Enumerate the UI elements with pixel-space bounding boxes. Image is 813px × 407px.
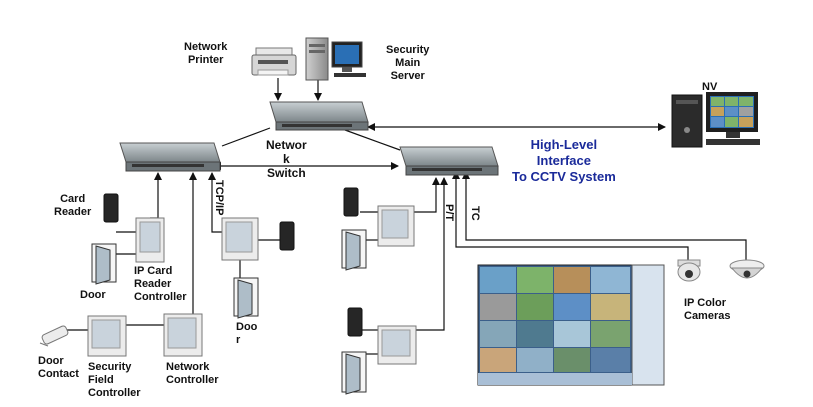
network-controller-label: Network Controller [166, 361, 219, 387]
controller-panel-icon [135, 217, 165, 263]
door-icon [341, 351, 367, 395]
door-icon [91, 243, 117, 285]
label-line: Reader [54, 206, 92, 218]
controller-panel-icon [163, 313, 203, 357]
nvr-computer-icon [671, 92, 760, 148]
label-line: Networ [266, 138, 307, 152]
label-line: Server [390, 70, 425, 82]
card-reader-icon [279, 221, 295, 251]
nvr-label: NV [702, 81, 718, 93]
pt-label: P/T [443, 204, 455, 222]
tcpip-label: TCP/IP [213, 180, 225, 216]
label-line: Network [184, 41, 228, 53]
network-switch-icon [119, 142, 221, 172]
dome-camera-icon [729, 259, 765, 279]
door-icon [341, 229, 367, 271]
label-line: Door [38, 355, 64, 367]
card-reader-label: Card Reader [54, 193, 91, 219]
label-line: Card [60, 193, 86, 205]
label-line: IP Color [684, 297, 726, 309]
label-line: IP Card [134, 265, 173, 277]
label-line: Switch [267, 166, 306, 180]
label-line: r [236, 334, 241, 346]
controller-panel-icon [377, 205, 415, 247]
door-contact-icon [39, 325, 69, 347]
label-line: Security [88, 361, 132, 373]
label-line: Controller [166, 374, 219, 386]
door-icon [233, 277, 259, 319]
label-line: Cameras [684, 310, 731, 322]
label-line: High-Level [530, 137, 598, 152]
label-line: Network [166, 361, 210, 373]
label-line: Controller [88, 387, 141, 399]
label-line: Field [88, 374, 114, 386]
controller-panel-icon [377, 325, 417, 365]
tc-label: TC [469, 206, 481, 221]
label-line: Interface [536, 153, 591, 168]
label-line: Security [386, 44, 430, 56]
label-line: To CCTV System [512, 169, 616, 184]
door-label-split: Doo r [236, 321, 257, 347]
door-contact-label: Door Contact [38, 355, 79, 381]
network-switch-icon [399, 146, 499, 176]
label-line: k [282, 152, 290, 166]
high-level-interface-label: High-Level Interface To CCTV System [512, 137, 616, 185]
door-label: Door [80, 289, 106, 301]
label-line: Printer [187, 54, 224, 66]
network-printer-label: Network Printer [184, 41, 227, 67]
label-line: Reader [134, 278, 172, 290]
card-reader-icon [343, 187, 359, 217]
connection-lines [66, 78, 747, 355]
network-switch-icon [269, 101, 369, 131]
label-line: Contact [38, 368, 79, 380]
ip-color-cameras-label: IP Color Cameras [684, 297, 730, 323]
card-reader-icon [347, 307, 363, 337]
server-computer-icon [305, 37, 366, 81]
dome-camera-icon [677, 259, 701, 282]
controller-panel-icon [221, 217, 259, 261]
security-main-server-label: Security Main Server [386, 44, 429, 83]
cctv-monitor-icon [477, 264, 665, 386]
card-reader-icon [103, 193, 119, 223]
label-line: Doo [236, 321, 258, 333]
ip-card-reader-controller-label: IP Card Reader Controller [134, 265, 187, 304]
network-printer-icon [251, 47, 297, 76]
network-switch-label: Networ k Switch [266, 138, 307, 180]
label-line: Controller [134, 291, 187, 303]
controller-panel-icon [87, 315, 127, 357]
security-field-controller-label: Security Field Controller [88, 361, 141, 400]
label-line: Main [395, 57, 421, 69]
